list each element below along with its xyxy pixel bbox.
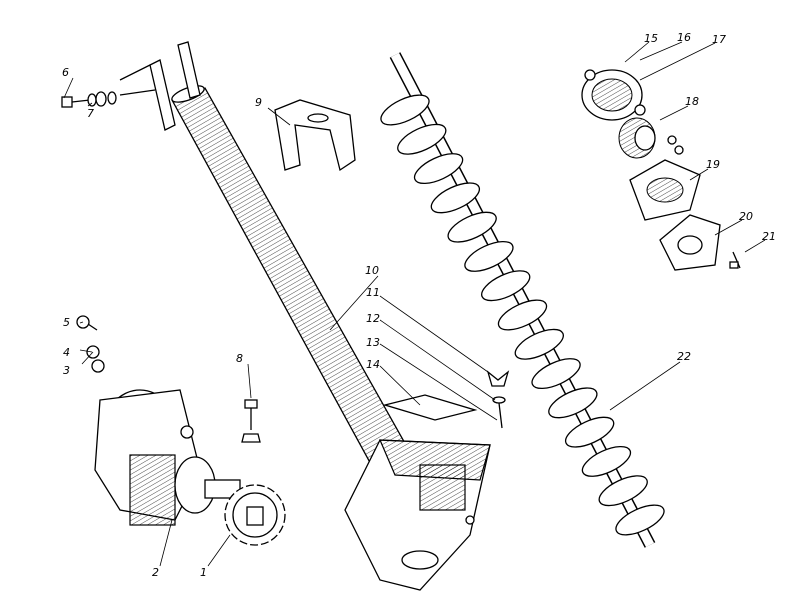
callout-14: 14 <box>366 358 380 371</box>
callout-21: 21 <box>762 230 776 243</box>
auger-tube <box>119 41 421 491</box>
auger-screw <box>380 52 665 548</box>
callout-8: 8 <box>236 352 243 365</box>
bracket <box>274 99 356 172</box>
callout-17: 17 <box>712 33 726 46</box>
auger-flight <box>464 240 514 272</box>
auger-flight <box>548 387 598 419</box>
auger-flight <box>564 416 615 448</box>
bolt-assembly-top <box>61 91 117 108</box>
callout-11: 11 <box>366 286 380 299</box>
callout-10: 10 <box>365 264 379 277</box>
leader-lines <box>63 41 766 567</box>
bolt-8 <box>241 399 261 443</box>
fasteners-left <box>76 315 105 373</box>
callout-22: 22 <box>677 350 691 363</box>
gearbox <box>94 389 241 526</box>
callout-15: 15 <box>644 32 658 45</box>
auger-flight <box>531 358 581 390</box>
auger-flight <box>380 94 430 126</box>
callout-20: 20 <box>739 210 753 223</box>
sprocket <box>224 484 286 546</box>
callout-2: 2 <box>152 566 159 579</box>
auger-flight <box>598 475 648 507</box>
bearing-assembly <box>581 69 741 271</box>
callout-13: 13 <box>366 336 380 349</box>
auger-flight <box>481 270 531 302</box>
callout-18: 18 <box>685 95 699 108</box>
auger-flight <box>497 299 548 331</box>
callout-6: 6 <box>62 66 69 79</box>
auger-flight <box>413 153 464 185</box>
callout-4: 4 <box>63 346 70 359</box>
callout-1: 1 <box>200 566 207 579</box>
auger-flight <box>581 445 632 477</box>
wing-nut-assembly <box>486 370 510 429</box>
callout-12: 12 <box>366 312 380 325</box>
auger-flight <box>447 211 497 243</box>
auger-flight <box>397 123 447 155</box>
callout-labels: 1 2 3 4 5 6 7 8 9 10 11 12 13 14 15 16 1… <box>62 31 776 579</box>
lower-housing <box>344 439 491 591</box>
plate <box>382 394 478 421</box>
callout-3: 3 <box>63 364 70 377</box>
callout-19: 19 <box>706 158 720 171</box>
callout-9: 9 <box>255 96 262 109</box>
callout-16: 16 <box>677 31 691 44</box>
auger-flight <box>430 182 481 214</box>
callout-7: 7 <box>87 107 94 120</box>
callout-5: 5 <box>63 316 70 329</box>
auger-flight <box>615 504 665 536</box>
auger-flight <box>514 328 564 360</box>
